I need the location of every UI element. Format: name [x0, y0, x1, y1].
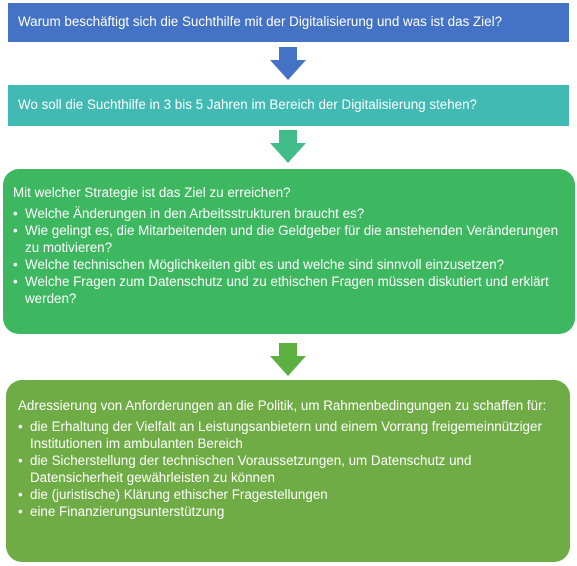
policy-requirement-list: •die Erhaltung der Vielfalt an Leistungs… [18, 418, 558, 520]
step-box-goal: Warum beschäftigt sich die Suchthilfe mi… [8, 3, 569, 42]
arrow-down-icon [270, 343, 306, 376]
step-box-strategy: Mit welcher Strategie ist das Ziel zu er… [3, 169, 575, 334]
step-box-policy-title: Adressierung von Anforderungen an die Po… [18, 398, 547, 413]
bullet-icon: • [18, 419, 23, 434]
list-item: •die (juristische) Klärung ethischer Fra… [18, 487, 328, 502]
list-item: •Welche Änderungen in den Arbeitsstruktu… [13, 206, 365, 221]
bullet-icon: • [13, 223, 18, 238]
list-item: •Welche technischen Möglichkeiten gibt e… [13, 257, 505, 272]
step-box-vision: Wo soll die Suchthilfe in 3 bis 5 Jahren… [8, 85, 569, 126]
bullet-icon: • [18, 504, 23, 519]
arrow-down-shape-2 [270, 130, 306, 163]
list-item: • eine Finanzierungsunterstützung [18, 504, 225, 519]
list-item: •Welche Fragen zum Datenschutz und zu et… [13, 274, 549, 306]
step-box-vision-text: Wo soll die Suchthilfe in 3 bis 5 Jahren… [18, 97, 477, 112]
list-item: •Wie gelingt es, die Mitarbeitenden und … [13, 223, 559, 255]
strategy-question-list: •Welche Änderungen in den Arbeitsstruktu… [13, 205, 563, 307]
bullet-icon: • [18, 453, 23, 468]
bullet-icon: • [13, 257, 18, 272]
bullet-icon: • [18, 487, 23, 502]
step-box-goal-text: Warum beschäftigt sich die Suchthilfe mi… [18, 14, 503, 29]
arrow-down-shape-3 [270, 343, 306, 376]
arrow-down-shape-1 [270, 47, 306, 80]
step-box-strategy-title: Mit welcher Strategie ist das Ziel zu er… [13, 185, 291, 200]
bullet-icon: • [13, 206, 18, 221]
list-item: •die Erhaltung der Vielfalt an Leistungs… [18, 419, 542, 451]
step-box-policy: Adressierung von Anforderungen an die Po… [6, 380, 570, 562]
arrow-down-icon [270, 130, 306, 163]
list-item: •die Sicherstellung der technischen Vora… [18, 453, 472, 485]
arrow-down-icon [270, 47, 306, 80]
bullet-icon: • [13, 274, 18, 289]
